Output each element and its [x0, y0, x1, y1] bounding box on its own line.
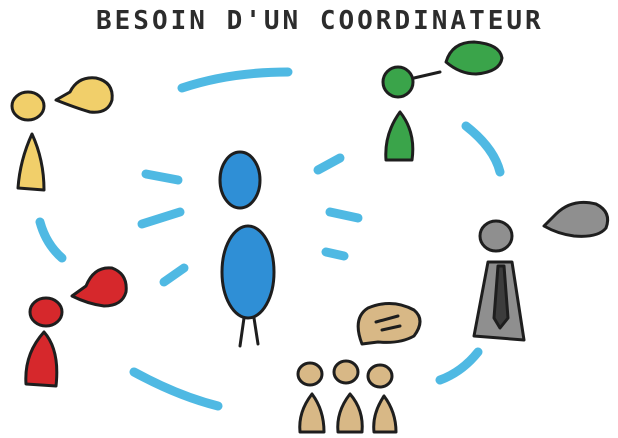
team-head-2 — [332, 359, 360, 385]
red-speech-bubble — [70, 266, 128, 308]
green-body — [384, 110, 415, 162]
red-person — [24, 266, 128, 388]
ray-left-3 — [159, 263, 189, 287]
red-body — [24, 330, 59, 388]
coordinator-body — [220, 224, 276, 320]
yellow-speech-bubble — [54, 76, 114, 114]
grey-person — [472, 200, 610, 342]
team-speech-bubble — [356, 302, 422, 346]
ray-right-3 — [321, 247, 349, 261]
coordinator-figure — [218, 150, 276, 348]
yellow-head — [10, 90, 46, 122]
green-speech-bubble — [444, 40, 504, 76]
team-head-3 — [366, 363, 394, 389]
link-yellow-red — [35, 217, 67, 263]
green-person — [381, 40, 504, 162]
coordinator-rays — [137, 153, 363, 287]
link-red-team — [129, 367, 223, 411]
yellow-person — [10, 76, 114, 192]
coordinator-legs — [238, 316, 260, 348]
page-title: BESOIN D'UN COORDINATEUR — [96, 6, 544, 36]
tie-icon — [492, 264, 510, 330]
team-body-1 — [298, 392, 326, 434]
ray-right-1 — [313, 153, 345, 175]
grey-speech-bubble — [542, 200, 610, 238]
link-grey-team — [435, 347, 483, 385]
yellow-body — [16, 132, 46, 192]
ray-left-1 — [141, 169, 183, 185]
link-green-grey — [461, 121, 505, 177]
red-head — [28, 296, 64, 328]
coordinator-head — [218, 150, 262, 210]
ray-left-2 — [137, 207, 185, 229]
team-body-2 — [336, 392, 364, 434]
team-head-1 — [296, 361, 324, 387]
green-bubble-tail — [412, 70, 442, 80]
team-body-3 — [372, 394, 398, 434]
team-group — [296, 302, 422, 434]
green-head — [381, 65, 415, 99]
link-top — [177, 67, 293, 93]
ray-right-2 — [325, 207, 363, 223]
team-bubble-lines — [374, 314, 402, 332]
network-links — [35, 67, 505, 411]
grey-head — [478, 219, 514, 253]
